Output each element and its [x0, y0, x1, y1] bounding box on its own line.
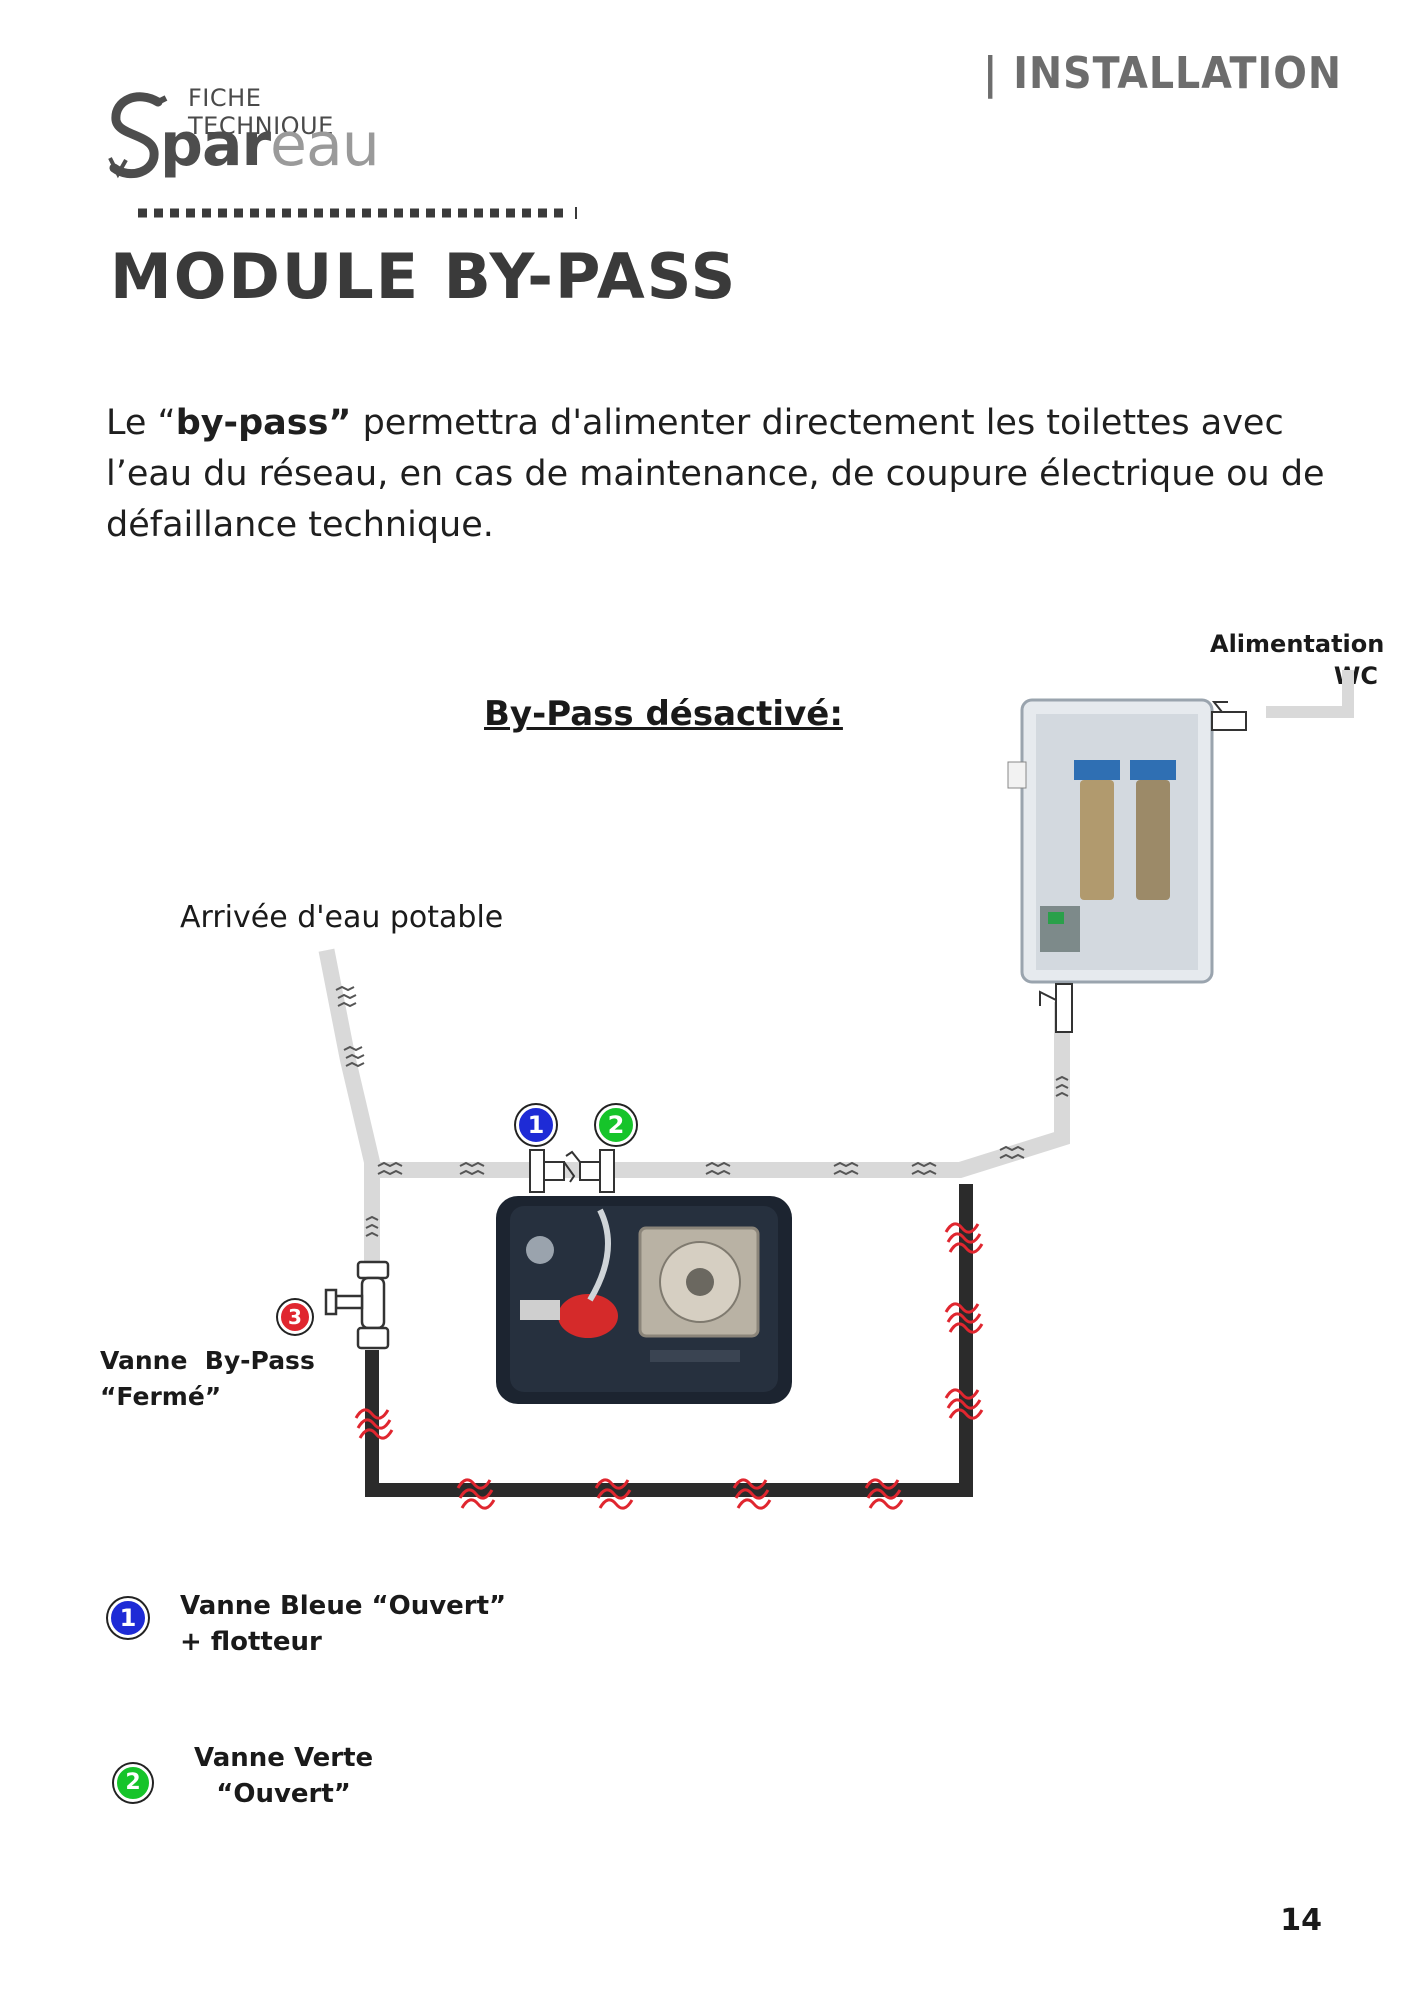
valve-3-badge: 3	[278, 1300, 312, 1334]
logo-wordmark-light: eau	[270, 110, 380, 180]
valve-3-label-line2: “Fermé”	[100, 1382, 222, 1411]
faucet-logo-icon	[108, 92, 168, 179]
legend-badge-2: 2	[114, 1764, 152, 1802]
filter-cabinet-image	[1007, 698, 1247, 1033]
legend-2-line1: Vanne Verte	[194, 1743, 374, 1773]
main-pipe	[364, 1002, 1070, 1178]
tank-module-image	[496, 1196, 792, 1404]
intro-bold-term: by-pass”	[175, 403, 352, 443]
legend-1-line1: Vanne Bleue “Ouvert”	[180, 1591, 507, 1621]
intro-rest: permettra d'alimenter directement les to…	[106, 403, 1325, 545]
valve-1-icon	[529, 1149, 576, 1193]
brand-logo: FICHE TECHNIQUE pareau	[108, 84, 408, 184]
valve-3-label: Vanne By-Pass “Fermé”	[100, 1343, 315, 1415]
logo-wordmark: pareau	[160, 110, 380, 180]
diagram-title: By-Pass désactivé:	[484, 694, 843, 734]
no-flow-marks	[354, 1222, 984, 1510]
flow-marks	[335, 985, 1069, 1237]
logo-subtitle: FICHE TECHNIQUE	[188, 84, 334, 140]
inlet-label: Arrivée d'eau potable	[180, 900, 504, 935]
outlet-label: Alimentation WC	[1210, 628, 1385, 692]
page-title: MODULE BY-PASS	[110, 240, 738, 313]
active-pipes	[318, 670, 1354, 1298]
title-dotted-rule	[138, 207, 577, 219]
legend-badge-1: 1	[108, 1598, 148, 1638]
logo-wordmark-dark: par	[160, 110, 271, 180]
page-number: 14	[1280, 1903, 1322, 1938]
section-tag: | INSTALLATION	[983, 48, 1342, 99]
legend-text-1: Vanne Bleue “Ouvert” + flotteur	[180, 1588, 506, 1660]
valve-3-icon	[324, 1260, 390, 1350]
inlet-pipe	[318, 948, 382, 1172]
valve-2-badge: 2	[596, 1105, 636, 1145]
outlet-label-line2: WC	[1333, 662, 1378, 690]
legend-2-line2: “Ouvert”	[216, 1779, 351, 1809]
valve-2-icon	[565, 1149, 615, 1193]
outlet-label-line1: Alimentation	[1210, 630, 1385, 658]
valve-3-label-line1: Vanne By-Pass	[100, 1346, 315, 1375]
outlet-pipe	[1266, 670, 1354, 718]
legend-text-2: Vanne Verte “Ouvert”	[194, 1740, 373, 1812]
intro-paragraph: Le “by-pass” permettra d'alimenter direc…	[106, 398, 1326, 551]
legend-1-line2: + flotteur	[180, 1627, 322, 1657]
valve-1-badge: 1	[516, 1105, 556, 1145]
intro-prefix: Le “	[106, 403, 176, 443]
